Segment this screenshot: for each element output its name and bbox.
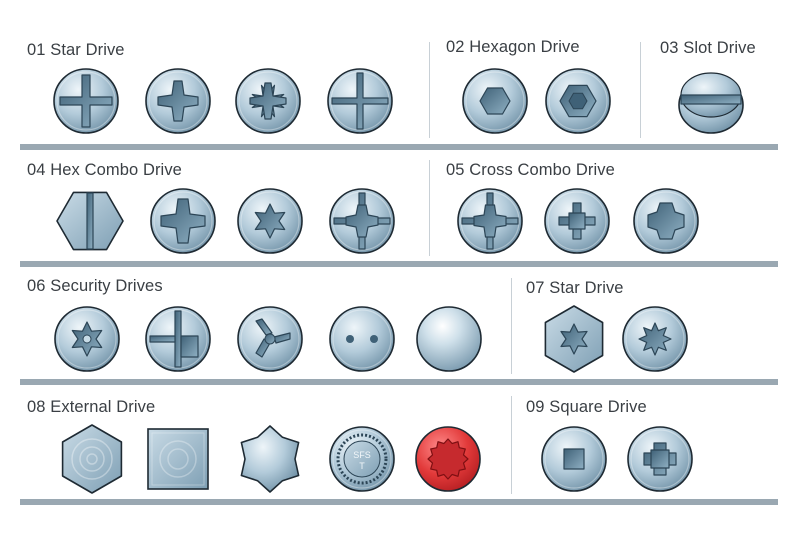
sfs-brand-text: SFS	[353, 450, 371, 460]
section-title-06: 06 Security Drives	[27, 277, 163, 295]
dome-icon	[416, 306, 482, 372]
column-separator	[429, 160, 430, 256]
hex-head-slot-icon	[56, 191, 124, 251]
one-way-icon	[145, 306, 211, 372]
phillips-icon	[53, 68, 119, 134]
row-divider-4	[20, 499, 778, 505]
pozidriv-icon	[145, 68, 211, 134]
column-separator	[511, 278, 512, 374]
section-title-01: 01 Star Drive	[27, 41, 125, 59]
hex-socket-deep-icon	[545, 68, 611, 134]
square-cross-combo-icon	[544, 188, 610, 254]
hex-socket-icon	[462, 68, 528, 134]
frearson-icon	[327, 68, 393, 134]
pozi-star-icon	[235, 68, 301, 134]
tri-wing-icon	[237, 306, 303, 372]
phillips-combo-icon	[150, 188, 216, 254]
column-separator	[429, 42, 430, 138]
row-divider-2	[20, 261, 778, 267]
external-square-icon	[147, 428, 209, 490]
torx-combo-icon	[237, 188, 303, 254]
security-torx-icon	[54, 306, 120, 372]
section-title-07: 07 Star Drive	[526, 279, 624, 297]
row-divider-1	[20, 144, 778, 150]
square-icon	[541, 426, 607, 492]
column-separator	[511, 396, 512, 494]
section-title-02: 02 Hexagon Drive	[446, 38, 580, 56]
section-title-08: 08 External Drive	[27, 398, 156, 416]
torx-plus-icon	[622, 306, 688, 372]
sfs-type-text: T	[359, 461, 365, 471]
section-title-05: 05 Cross Combo Drive	[446, 161, 615, 179]
cross-slot-combo-icon	[329, 188, 395, 254]
external-torx-icon	[240, 425, 300, 493]
column-separator	[640, 42, 641, 138]
section-title-04: 04 Hex Combo Drive	[27, 161, 182, 179]
square-cross-combo-2-icon	[633, 188, 699, 254]
section-title-03: 03 Slot Drive	[660, 39, 756, 57]
square-combo-icon	[627, 426, 693, 492]
red-external-icon	[415, 426, 481, 492]
external-hex-icon	[61, 424, 123, 494]
spanner-icon	[329, 306, 395, 372]
hex-torx-icon	[544, 305, 604, 373]
cross-combo-icon	[457, 188, 523, 254]
section-title-09: 09 Square Drive	[526, 398, 647, 416]
row-divider-3	[20, 379, 778, 385]
slotted-icon	[678, 72, 744, 134]
